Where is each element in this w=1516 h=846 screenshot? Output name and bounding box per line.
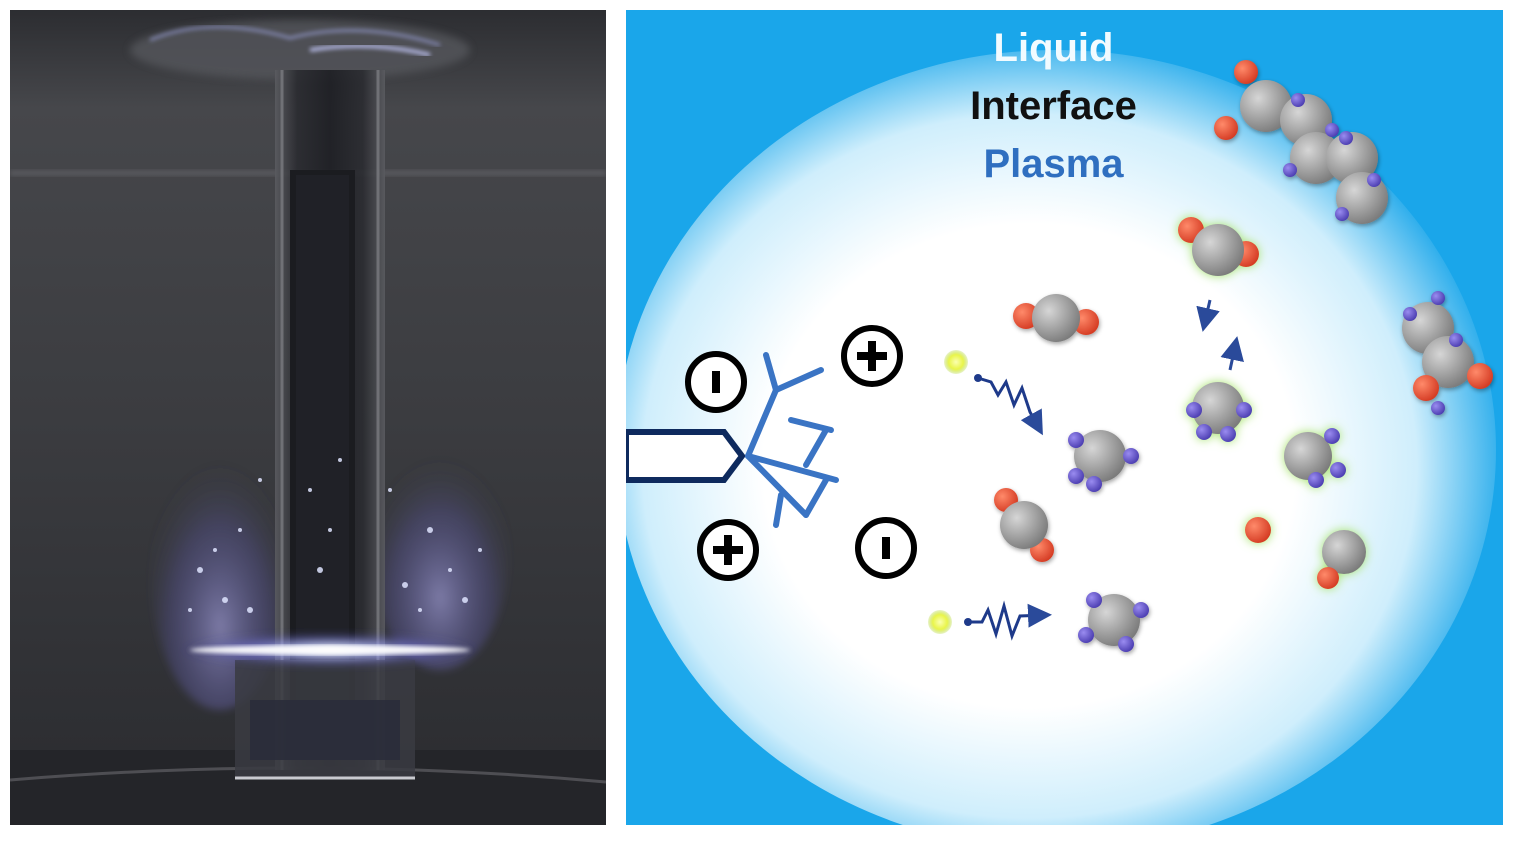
photon-wave-icon bbox=[944, 350, 1043, 436]
liquid-product-molecule bbox=[1402, 291, 1493, 415]
transfer-arrows bbox=[1196, 299, 1244, 371]
plasma-liquid-interface-diagram: Liquid Interface Plasma bbox=[626, 10, 1503, 825]
photon-wave-icon bbox=[928, 600, 1052, 641]
adsorbed-methane-molecule bbox=[1186, 382, 1252, 442]
adsorbed-oxygen-atom bbox=[1245, 517, 1271, 543]
legend-plasma: Plasma bbox=[983, 142, 1124, 186]
branching-discharge-icon bbox=[745, 352, 839, 528]
liquid-product-molecule bbox=[1214, 60, 1388, 224]
plasma-region bbox=[626, 50, 1496, 825]
positive-charge-1 bbox=[841, 325, 903, 387]
methane-molecule-icon bbox=[1068, 430, 1139, 492]
co2-molecule-icon bbox=[1013, 294, 1099, 342]
electrode-pin-icon bbox=[626, 429, 746, 483]
plasma-reactor-photo bbox=[10, 10, 606, 825]
adsorbed-methane-molecule bbox=[1284, 428, 1346, 488]
methane-molecule-icon bbox=[1078, 592, 1149, 652]
reactor-photo-illustration bbox=[10, 10, 606, 825]
co2-molecule-icon bbox=[994, 488, 1054, 562]
legend-liquid: Liquid bbox=[993, 26, 1114, 70]
legend-interface: Interface bbox=[970, 84, 1137, 128]
adsorbed-co2-molecule bbox=[1178, 217, 1259, 276]
adsorbed-co-molecule bbox=[1317, 530, 1366, 589]
positive-charge-2 bbox=[697, 519, 759, 581]
negative-charge-2 bbox=[855, 517, 917, 579]
interface-schematic bbox=[626, 10, 1503, 825]
negative-charge-1 bbox=[685, 351, 747, 413]
